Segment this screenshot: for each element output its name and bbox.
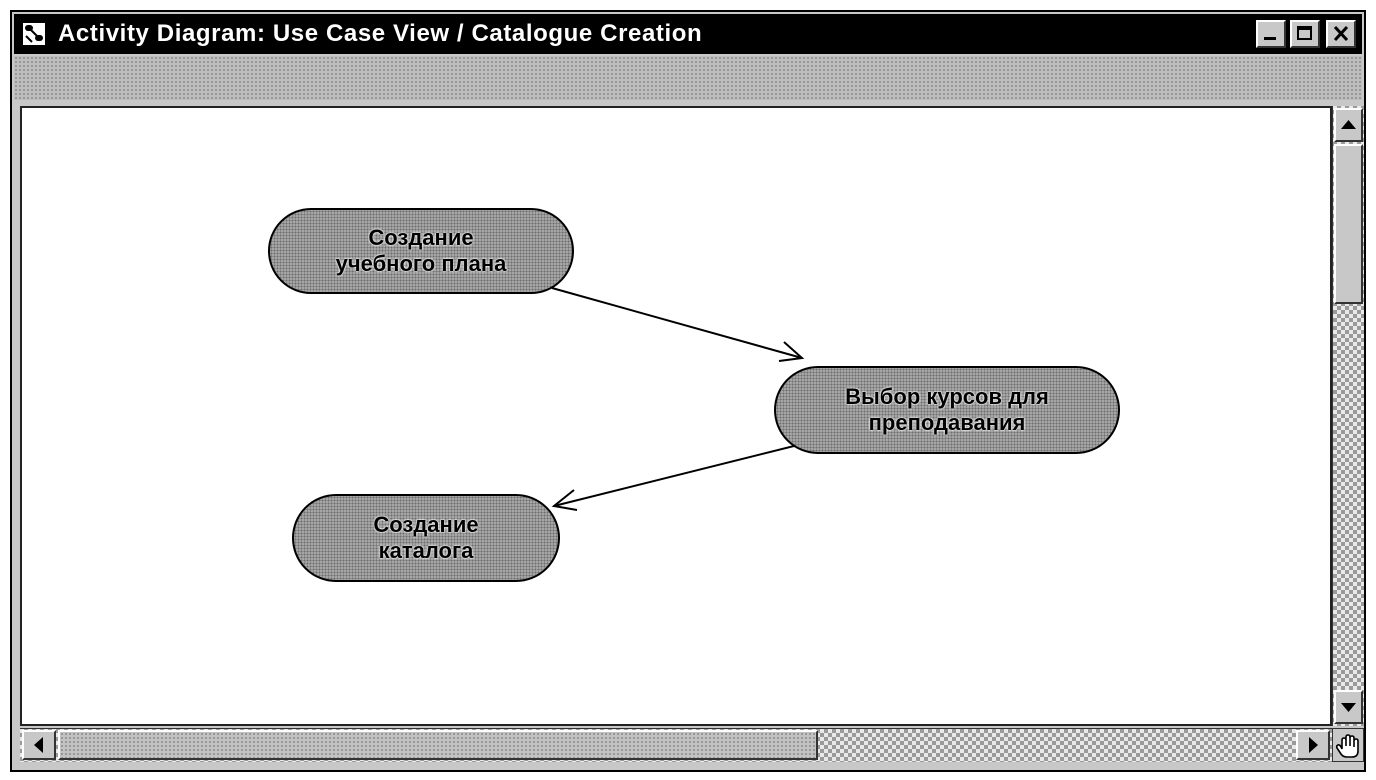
vertical-scrollbar[interactable] [1332,106,1364,726]
activity-label-line: каталога [378,538,474,563]
scroll-left-button[interactable] [22,730,56,760]
activity-label-line: Создание [373,512,479,537]
activity-catalogue[interactable]: Создание каталога [292,494,560,582]
close-button[interactable] [1326,20,1356,48]
toolbar-strip [14,56,1362,100]
transition-selection-to-catalogue[interactable] [551,443,803,511]
maximize-button[interactable] [1290,20,1320,48]
activity-course-selection[interactable]: Выбор курсов для преподавания [774,366,1120,454]
scroll-up-button[interactable] [1334,108,1363,142]
title-bar[interactable]: Activity Diagram: Use Case View / Catalo… [14,14,1362,54]
window-title: Activity Diagram: Use Case View / Catalo… [58,20,703,47]
activity-label: Создание каталога [373,512,478,564]
arrow-down-icon [1341,703,1356,712]
activity-label-line: учебного плана [335,251,507,276]
activity-label-line: Выбор курсов для [845,384,1049,409]
minimize-icon [1264,37,1276,40]
transition-layer [551,287,805,511]
scroll-down-button[interactable] [1334,690,1363,724]
activity-curriculum[interactable]: Создание учебного плана [268,208,574,294]
activity-label-line: преподавания [868,410,1026,435]
activity-diagram-window: Activity Diagram: Use Case View / Catalo… [10,10,1366,772]
horizontal-scroll-thumb[interactable] [58,730,818,760]
activity-label-line: Создание [368,225,474,250]
activity-diagram-icon[interactable] [22,22,46,46]
diagram-canvas[interactable]: Создание учебного плана Выбор курсов для… [20,106,1332,726]
horizontal-scrollbar[interactable] [20,728,1332,762]
arrow-right-icon [1309,737,1318,753]
minimize-button[interactable] [1256,20,1286,48]
close-icon [1333,25,1349,42]
arrow-left-icon [34,737,43,753]
activity-label: Создание учебного плана [336,225,507,277]
arrow-up-icon [1341,120,1356,129]
maximize-icon [1297,26,1312,40]
hand-cursor-icon [1335,734,1359,758]
size-grip[interactable] [1332,728,1364,762]
scroll-right-button[interactable] [1296,730,1330,760]
activity-label: Выбор курсов для преподавания [845,384,1049,436]
vertical-scroll-thumb[interactable] [1334,144,1363,304]
transition-curriculum-to-selection[interactable] [551,287,805,362]
